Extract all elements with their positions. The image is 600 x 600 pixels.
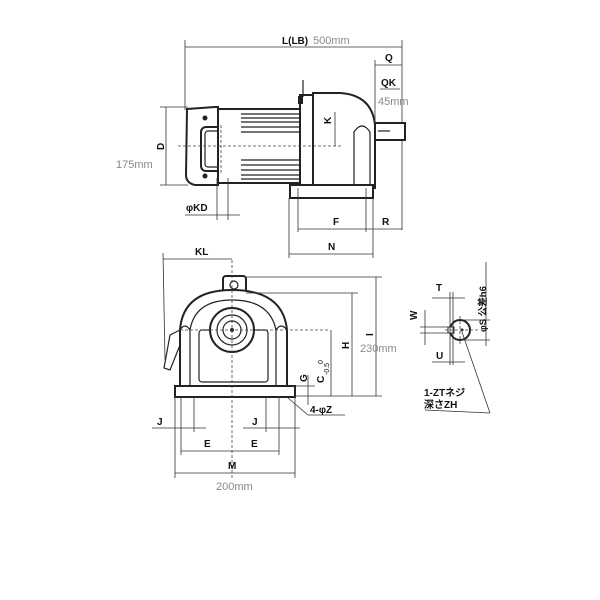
t-label: T bbox=[436, 283, 442, 294]
m-value: 200mm bbox=[216, 481, 253, 493]
k-label: K bbox=[323, 116, 334, 124]
q-label: Q bbox=[385, 53, 393, 64]
h-label: H bbox=[341, 342, 352, 349]
qk-value: 45mm bbox=[378, 96, 409, 108]
e-label-left: E bbox=[204, 439, 211, 450]
thread-label: 1-ZTネジ bbox=[424, 387, 465, 399]
j-label-left: J bbox=[157, 417, 163, 428]
j-label-right: J bbox=[252, 417, 258, 428]
w-label: W bbox=[409, 310, 420, 320]
d-label: D bbox=[156, 143, 167, 150]
z-label: 4-φZ bbox=[310, 405, 332, 416]
side-view: L(LB) 500mm Q QK 45mm D 175mm K φKD F R … bbox=[116, 35, 409, 258]
n-label: N bbox=[328, 242, 335, 253]
c-tol-lower: -0.5 bbox=[324, 363, 331, 375]
m-label: M bbox=[228, 461, 236, 472]
qk-label: QK bbox=[381, 78, 397, 89]
c-label: C bbox=[316, 376, 327, 383]
e-label-right: E bbox=[251, 439, 258, 450]
r-label: R bbox=[382, 217, 390, 228]
s-label: φS 公差h6 bbox=[477, 286, 489, 332]
u-label: U bbox=[436, 351, 443, 362]
i-label: I bbox=[365, 333, 376, 336]
shaft-end-detail: T W U φS 公差h6 1-ZTネジ 深さZH bbox=[409, 262, 491, 414]
depth-label: 深さZH bbox=[424, 398, 457, 411]
d-value: 175mm bbox=[116, 159, 153, 171]
front-view: KL H I 230mm C 0 -0.5 G 4-φZ J J E E M 2… bbox=[152, 247, 397, 493]
length-value: 500mm bbox=[313, 35, 350, 47]
c-tol-upper: 0 bbox=[318, 360, 325, 364]
kd-label: φKD bbox=[186, 203, 208, 214]
i-value: 230mm bbox=[360, 343, 397, 355]
g-label: G bbox=[299, 374, 310, 382]
f-label: F bbox=[333, 217, 339, 228]
length-label: L(LB) bbox=[282, 36, 308, 47]
kl-label: KL bbox=[195, 247, 208, 258]
